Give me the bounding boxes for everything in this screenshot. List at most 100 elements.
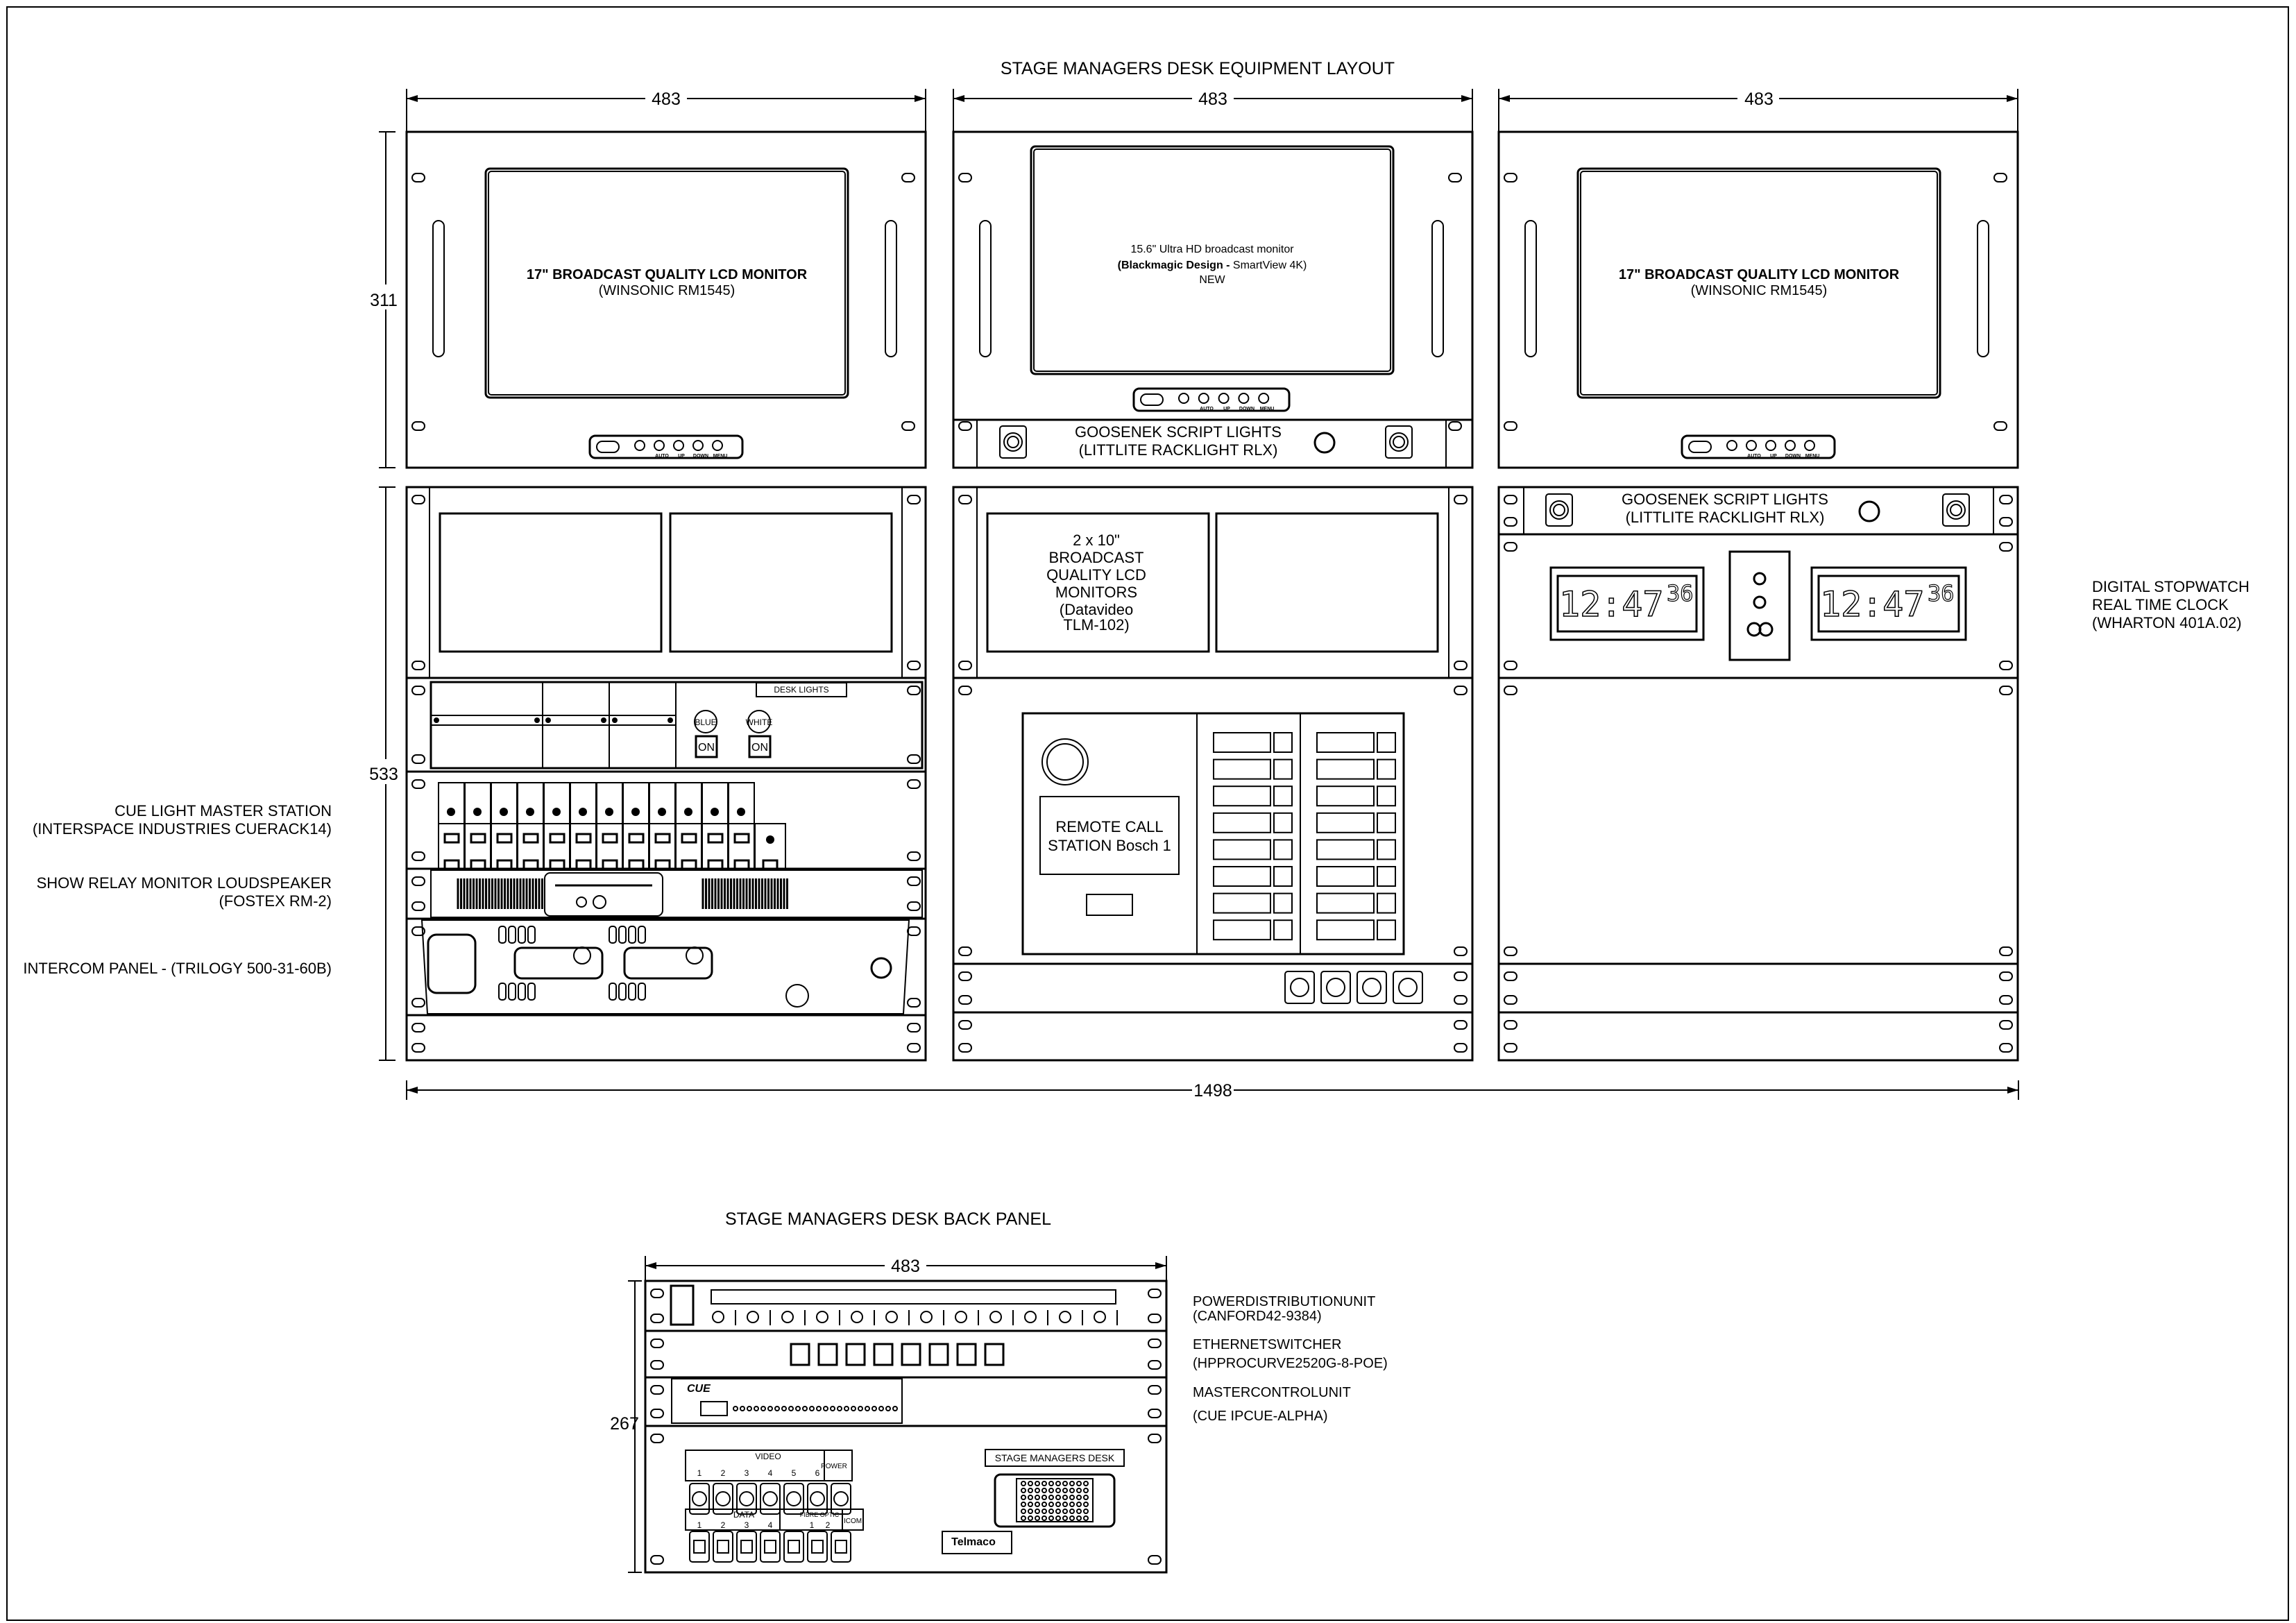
ethercon-socket	[1326, 978, 1345, 997]
ethernet-port-icon	[790, 1343, 810, 1366]
multipin-pin	[1048, 1509, 1054, 1514]
connector-panel-labels: VIDEO 1 2 3 4 5 6 POWER DATA 1 2 3 4 FIB…	[697, 1452, 1115, 1548]
pdu-outlet-icon	[1094, 1311, 1106, 1323]
mcu-led-icon	[754, 1406, 759, 1411]
cue-channel	[543, 782, 570, 869]
station-select-key	[1213, 892, 1271, 914]
xlr-socket	[1389, 432, 1409, 452]
clock-display-left-inner	[1556, 575, 1698, 633]
rack-hole	[411, 173, 425, 182]
rj45-socket	[717, 1540, 729, 1554]
monitor-button	[1785, 440, 1796, 451]
station-select-key	[1213, 812, 1271, 833]
rack-hole	[907, 779, 921, 789]
mcu-display	[700, 1401, 728, 1416]
multipin-pin	[1069, 1495, 1075, 1500]
intercom-key	[518, 983, 526, 1001]
video-connector-icon	[831, 1483, 851, 1515]
multipin-pin	[1069, 1509, 1075, 1514]
screw-icon	[534, 717, 540, 723]
center-monitor-title: 15.6" Ultra HD broadcast monitor	[1130, 244, 1294, 255]
multipin-pin	[1062, 1509, 1068, 1514]
cue-channel	[701, 782, 729, 869]
data-label: DATA	[733, 1510, 754, 1520]
multipin-pin	[1055, 1509, 1061, 1514]
station-led	[1273, 785, 1293, 807]
rack-hole	[650, 1434, 664, 1443]
multipin-pin	[1076, 1515, 1082, 1521]
data-connector-icon	[783, 1531, 804, 1563]
rack-unit	[644, 1425, 1168, 1574]
clock-left-time: 12:47	[1559, 584, 1664, 624]
rack-hole	[907, 901, 921, 911]
cue-channel	[570, 782, 597, 869]
video-connector-icon	[783, 1483, 804, 1515]
script-lights-2-title: GOOSENEK SCRIPT LIGHTS	[1622, 491, 1828, 508]
multipin-pin	[1028, 1481, 1033, 1486]
cue-button	[549, 859, 566, 870]
rack-handle	[432, 220, 445, 357]
mcu-led-icon	[809, 1406, 815, 1411]
desk-connector-label: STAGE MANAGERS DESK	[995, 1452, 1115, 1463]
station-led	[1273, 866, 1293, 887]
arrow-icon	[953, 95, 964, 102]
cue-led-icon	[766, 835, 774, 844]
mcu-front-panel	[671, 1378, 903, 1424]
ethernet-port-icon	[873, 1343, 894, 1366]
icom-label-box	[842, 1509, 864, 1531]
rack-unit	[405, 486, 927, 679]
svg-text:3: 3	[745, 1520, 749, 1530]
cue-button	[762, 859, 779, 870]
screw-icon	[434, 717, 439, 723]
brand-label: Telmaco	[951, 1536, 996, 1548]
mcu-led-icon	[830, 1406, 835, 1411]
screw-icon	[667, 717, 673, 723]
rack-hole	[1504, 517, 1517, 527]
rack-hole	[1999, 517, 2013, 527]
cue-button	[470, 859, 486, 870]
dim-col3-width: 483	[1744, 90, 1774, 109]
multipin-pin	[1028, 1509, 1033, 1514]
mcu-led-icon	[858, 1406, 863, 1411]
rack-unit	[644, 1329, 1168, 1379]
rack-hole	[411, 926, 425, 936]
cue-button	[522, 859, 539, 870]
mcu-led-icon	[733, 1406, 738, 1411]
multipin-pin	[1021, 1509, 1026, 1514]
multipin-pin	[1048, 1495, 1054, 1500]
xlr-socket	[1007, 436, 1019, 448]
rack-hole	[1504, 495, 1517, 504]
rack-hole	[1504, 421, 1517, 431]
station-select-key	[1213, 866, 1271, 887]
cue-button	[496, 859, 513, 870]
rack-hole	[1148, 1314, 1162, 1323]
dim-back-height: 267	[610, 1414, 639, 1434]
station-led	[1377, 919, 1396, 941]
intercom-panel	[420, 919, 910, 1014]
clock-button	[1758, 622, 1774, 637]
rack-unit	[1497, 677, 2019, 965]
station-led	[1377, 839, 1396, 860]
xlr-connector-icon	[1545, 493, 1573, 527]
call-button	[1046, 743, 1084, 781]
center-monitor-model: (Blackmagic Design - SmartView 4K)	[1118, 260, 1307, 271]
multipin-connector-icon	[994, 1473, 1116, 1528]
cue-button	[443, 859, 460, 870]
dim-top-height: 311	[370, 291, 398, 310]
svg-text:UP: UP	[678, 454, 685, 459]
cue-led-icon	[605, 808, 613, 816]
white-light-button	[747, 710, 771, 733]
intercom-button	[686, 946, 704, 965]
video-connector-icon	[713, 1483, 733, 1515]
ethercon-connector-icon	[1320, 971, 1351, 1004]
intercom-key	[527, 926, 536, 944]
station-select-key	[1316, 785, 1375, 807]
multipin-pin	[1048, 1502, 1054, 1507]
multipin-pin	[1083, 1488, 1089, 1493]
pdu-outlet-icon	[851, 1311, 863, 1323]
ethernet-port-icon	[901, 1343, 921, 1366]
rack-hole	[1993, 173, 2007, 182]
rack-hole	[1504, 971, 1517, 981]
rack-hole	[1999, 686, 2013, 695]
mcu-led-icon	[740, 1406, 745, 1411]
